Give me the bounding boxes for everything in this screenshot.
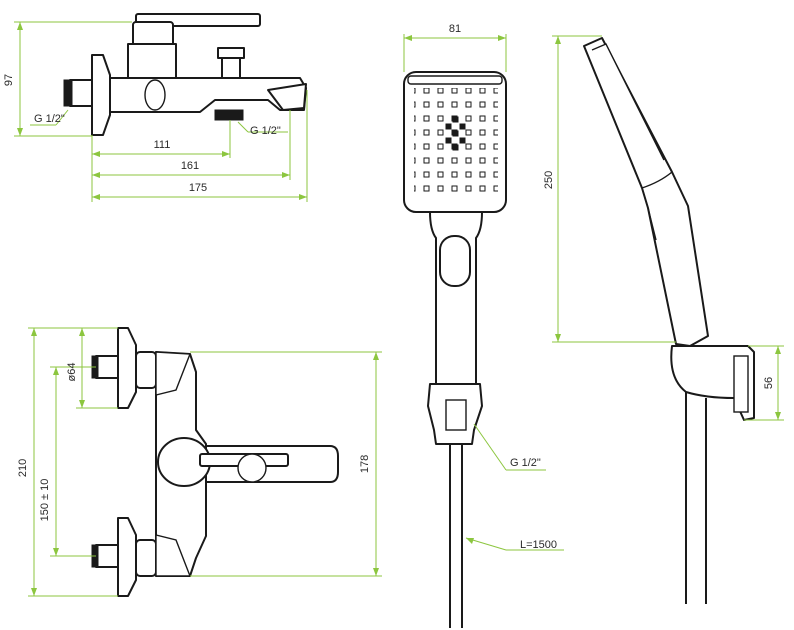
side-outlet-thread-label: G 1/2": [250, 125, 281, 137]
hose-length-label: L=1500: [520, 539, 557, 551]
handshower-length-label: 250: [543, 171, 555, 189]
side-view-dimensions: 97 G 1/2" G 1/2" 111 161 175: [3, 21, 308, 202]
side-length-3-label: 175: [189, 182, 207, 194]
front-total-height-label: 210: [17, 459, 29, 477]
side-inlet-thread-label: G 1/2": [34, 113, 65, 125]
hand-shower-dimensions: 81 G 1/2" L=1500: [403, 23, 564, 551]
hose-thread-label: G 1/2": [510, 457, 541, 469]
hand-shower-side: [583, 37, 755, 604]
side-length-1-label: 111: [154, 139, 171, 151]
side-length-2-label: 161: [181, 160, 199, 172]
side-view-mixer: [63, 13, 307, 136]
front-view-mixer: [91, 327, 339, 597]
side-shower-dimensions: 250 56: [543, 35, 784, 421]
holder-height-label: 56: [763, 377, 775, 389]
front-spacing-label: 150 ± 10: [39, 479, 51, 522]
handshower-width-label: 81: [449, 23, 461, 35]
front-depth-label: 178: [359, 455, 371, 473]
front-view-dimensions: 210 150 ± 10 ø64 178: [17, 327, 382, 597]
hand-shower-front: [403, 71, 507, 628]
front-rosette-dia-label: ø64: [66, 363, 78, 382]
side-height-label: 97: [3, 74, 15, 86]
